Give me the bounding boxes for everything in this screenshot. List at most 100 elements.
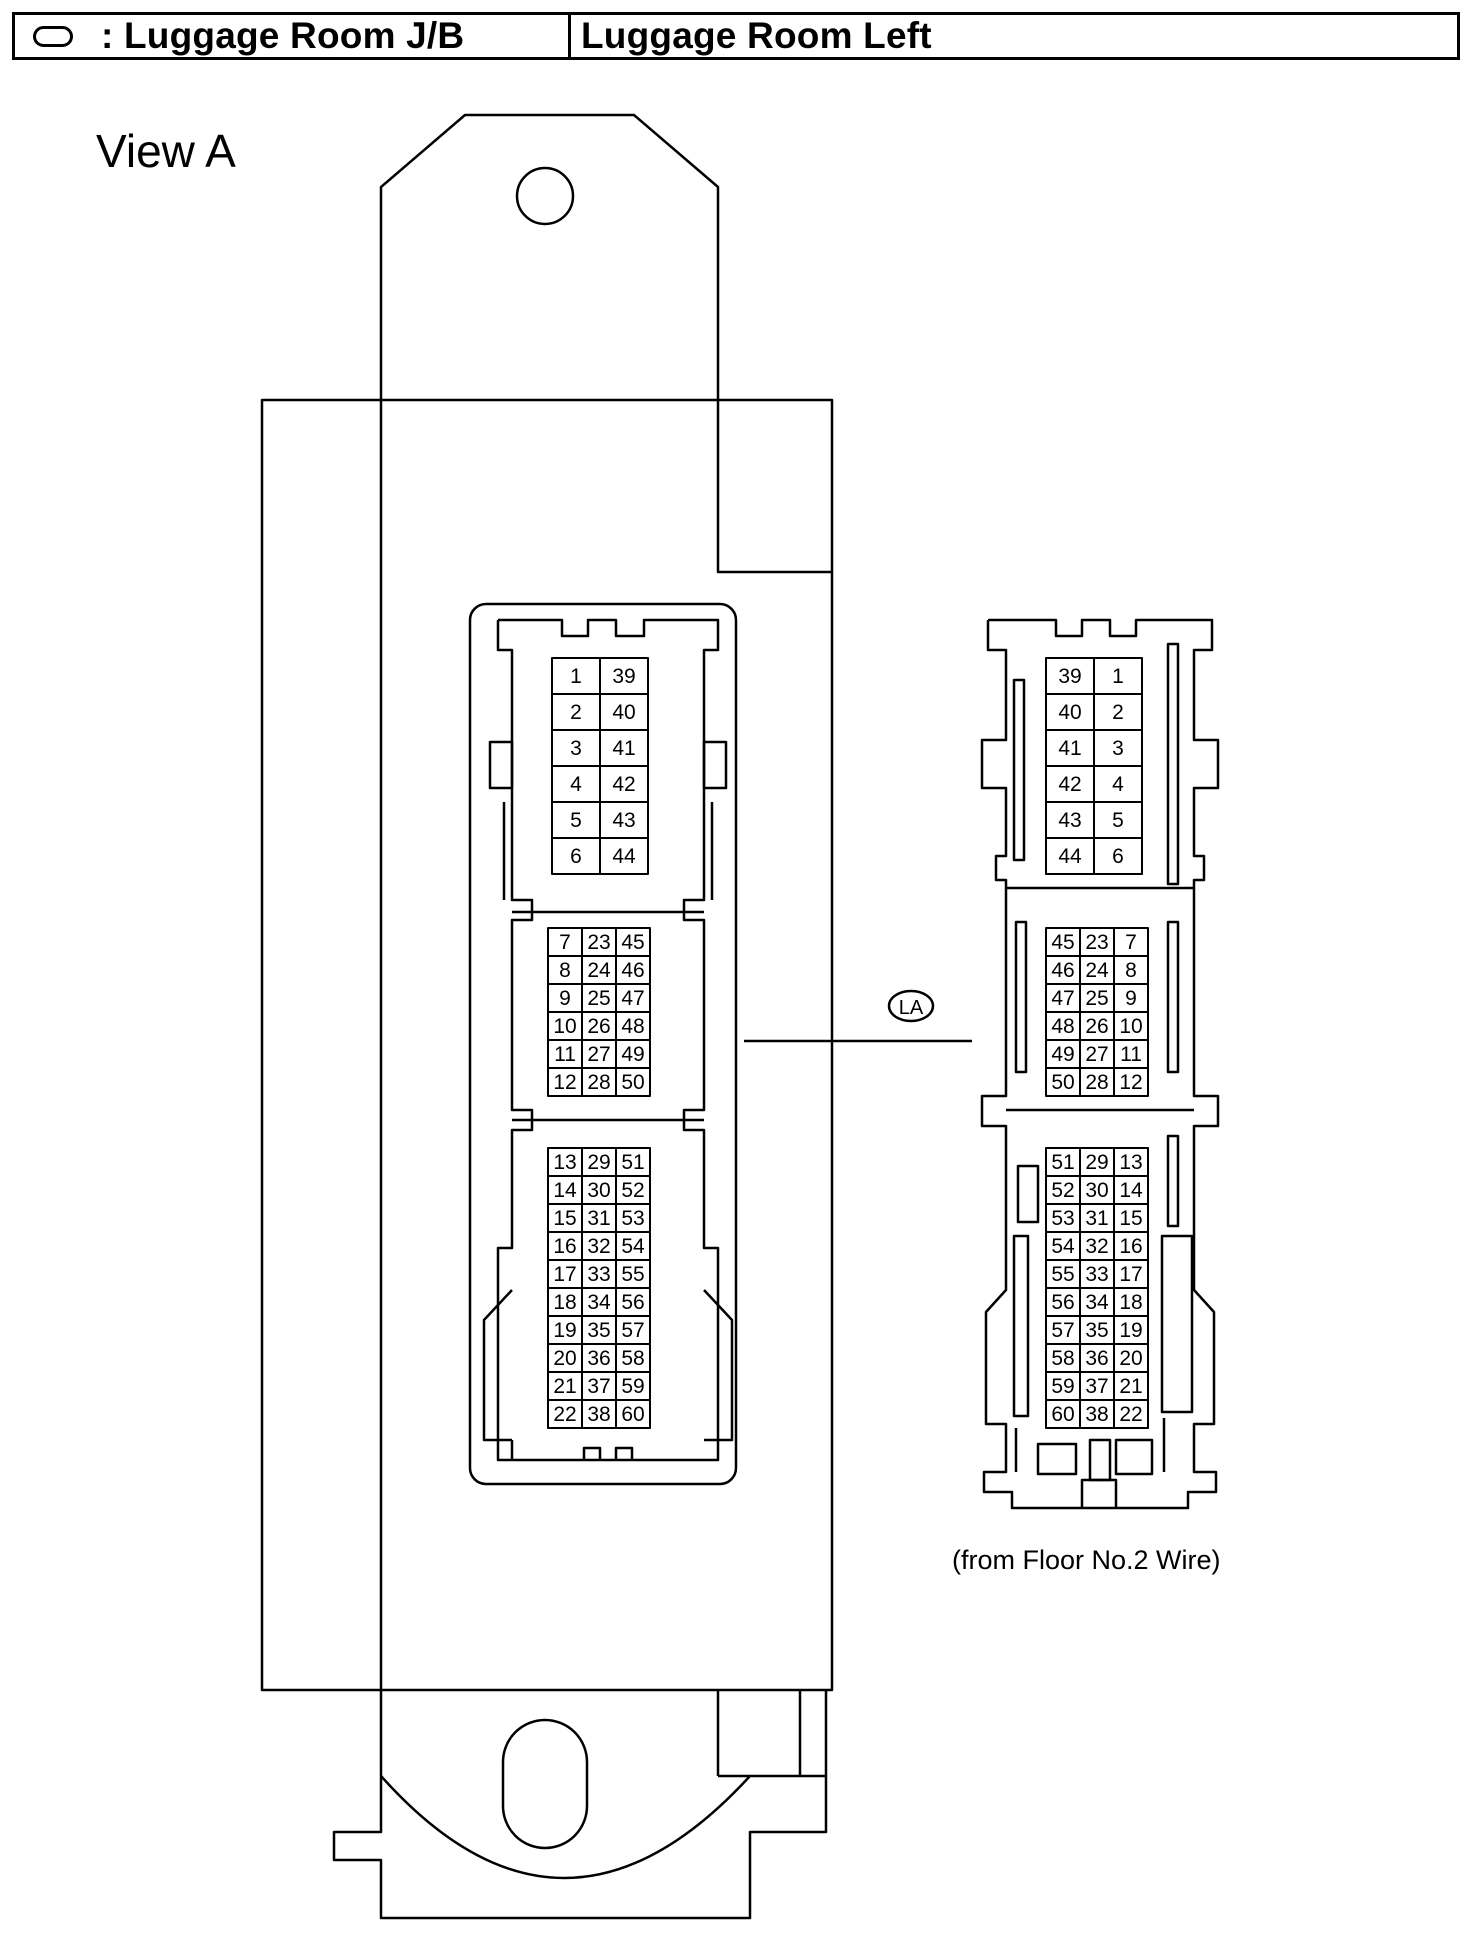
pin-number: 31 [587,1207,610,1230]
connector-symbol-icon [33,25,73,47]
pin-number: 8 [559,959,571,982]
pin-number: 47 [1051,987,1074,1010]
pin-number: 41 [1058,737,1081,760]
pin-number: 52 [1051,1179,1074,1202]
pin-number: 5 [1112,809,1124,832]
pin-number: 25 [587,987,610,1010]
pin-number: 16 [1119,1235,1142,1258]
pin-number: 32 [1085,1235,1108,1258]
pin-number: 48 [1051,1015,1074,1038]
pin-number: 1 [1112,665,1124,688]
pin-number: 4 [1112,773,1124,796]
pin-number: 38 [1085,1403,1108,1426]
pin-cell [1093,837,1143,875]
pin-number: 2 [1112,701,1124,724]
pin-cell [615,1067,651,1097]
pin-number: 8 [1125,959,1137,982]
jb-side-pin-grid: 1234563940414243447891011122324252627284… [547,657,651,1429]
pin-number: 23 [1085,931,1108,954]
pin-number: 16 [553,1235,576,1258]
pin-number: 6 [1112,845,1124,868]
pin-number: 51 [621,1151,644,1174]
pin-number: 39 [612,665,635,688]
pin-number: 38 [587,1403,610,1426]
pin-cell [615,1399,651,1429]
pin-number: 43 [612,809,635,832]
connector-source-note: (from Floor No.2 Wire) [952,1545,1221,1575]
pin-number: 24 [587,959,611,982]
pin-number: 21 [553,1375,576,1398]
pin-cell [1113,1399,1149,1429]
pin-number: 27 [587,1043,610,1066]
pin-number: 51 [1051,1151,1074,1174]
pin-number: 56 [1051,1291,1074,1314]
pin-number: 35 [587,1319,610,1342]
pin-number: 9 [1125,987,1137,1010]
pin-number: 29 [587,1151,610,1174]
pin-number: 23 [587,931,610,954]
pin-number: 3 [570,737,582,760]
pin-number: 28 [1085,1071,1108,1094]
pin-number: 58 [1051,1347,1074,1370]
pin-number: 27 [1085,1043,1108,1066]
connector-code-badge [887,989,935,1023]
pin-number: 7 [1125,931,1137,954]
pin-number: 25 [1085,987,1108,1010]
wire-side-pin-grid: 3940414243441234564546474849502324252627… [1045,657,1149,1429]
wire-connector-housing [980,618,1220,1510]
pin-number: 29 [1085,1151,1108,1174]
pin-number: 47 [621,987,644,1010]
mount-hole-top-icon [515,166,575,226]
pin-number: 3 [1112,737,1124,760]
pin-number: 43 [1058,809,1081,832]
pin-number: 54 [621,1235,645,1258]
pin-number: 13 [553,1151,576,1174]
pin-number: 37 [1085,1375,1108,1398]
pin-number: 24 [1085,959,1109,982]
pin-number: 55 [1051,1263,1074,1286]
pin-number: 17 [1119,1263,1142,1286]
pin-number: 58 [621,1347,644,1370]
pin-number: 2 [570,701,582,724]
header-legend-cell: : Luggage Room J/B [15,15,571,57]
header-location: Luggage Room Left [581,15,932,56]
pin-number: 10 [1119,1015,1142,1038]
pin-number: 9 [559,987,571,1010]
pin-number: 32 [587,1235,610,1258]
pin-number: 26 [587,1015,610,1038]
pin-number: 45 [1051,931,1074,954]
pin-number: 22 [1119,1403,1142,1426]
pin-number: 31 [1085,1207,1108,1230]
pin-number: 41 [612,737,635,760]
pin-number: 22 [553,1403,576,1426]
pin-number: 15 [1119,1207,1142,1230]
pin-number: 28 [587,1071,610,1094]
pin-number: 59 [621,1375,644,1398]
pin-number: 6 [570,845,582,868]
pin-number: 57 [1051,1319,1074,1342]
pin-number: 42 [1058,773,1081,796]
junction-block-body [260,113,834,1920]
pin-number: 15 [553,1207,576,1230]
pin-number: 36 [1085,1347,1108,1370]
wire-pins-3-block: 5152535455565758596029303132333435363738… [1045,1147,1149,1429]
pin-number: 53 [1051,1207,1074,1230]
pin-number: 53 [621,1207,644,1230]
view-label: View A [96,125,236,177]
header-legend-label: : Luggage Room J/B [101,15,465,56]
pin-number: 50 [1051,1071,1074,1094]
pin-number: 40 [612,701,635,724]
pin-number: 52 [621,1179,644,1202]
pin-number: 20 [1119,1347,1142,1370]
pin-number: 1 [570,665,582,688]
pin-number: 33 [587,1263,610,1286]
pin-number: 36 [587,1347,610,1370]
pin-number: 40 [1058,701,1081,724]
pin-number: 44 [1058,845,1082,868]
pin-number: 49 [1051,1043,1074,1066]
pin-number: 50 [621,1071,644,1094]
